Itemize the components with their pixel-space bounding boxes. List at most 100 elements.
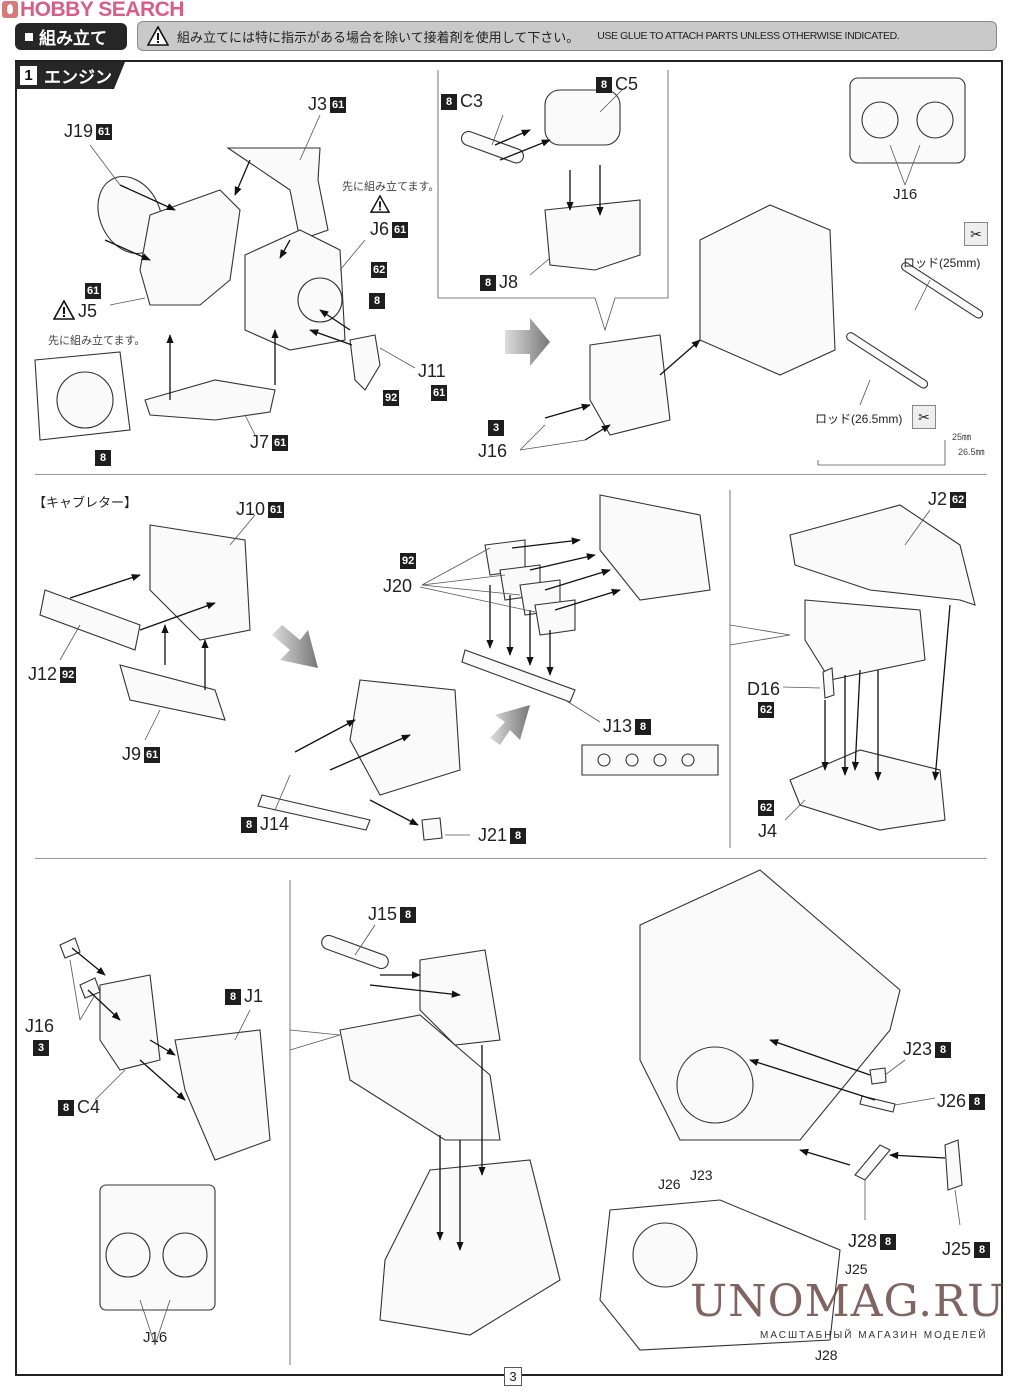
part-j21-drawing	[421, 817, 443, 841]
label-lower-j16: J16	[25, 1016, 55, 1036]
color-badge: 8	[969, 1094, 986, 1110]
detail-label-j28: J28	[815, 1347, 838, 1363]
part-j10-drawing	[149, 524, 251, 641]
color-badge: 92	[60, 667, 77, 683]
color-badge: 8	[635, 719, 652, 735]
callout-j4-color: 62	[758, 800, 775, 816]
part-j28-drawing	[854, 1144, 891, 1181]
step-frame	[15, 60, 1003, 1376]
part-c3-drawing	[460, 130, 524, 164]
hobby-search-logo: HOBBY SEARCH	[2, 0, 184, 20]
flame-icon	[2, 1, 18, 18]
detail-label-j23: J23	[690, 1167, 713, 1183]
part-j9-drawing	[119, 664, 226, 721]
callout-8: 8	[366, 293, 388, 311]
rod-25mm-label: ロッド(25mm)	[903, 256, 981, 270]
rod-26-5mm-label: ロッド(26.5mm)	[815, 412, 903, 426]
part-c4-drawing	[99, 974, 161, 1071]
color-badge: 61	[96, 124, 113, 140]
pre-assemble-note: 先に組み立てます。	[342, 181, 440, 193]
label-lower-detail-j16: J16	[143, 1329, 168, 1346]
label-j5: J5	[78, 301, 98, 321]
part-j7-drawing	[144, 379, 276, 421]
color-badge: 8	[400, 907, 417, 923]
warning-icon	[53, 300, 75, 320]
part-d16-drawing	[822, 667, 835, 699]
color-badge: 8	[480, 275, 496, 291]
part-j23-drawing	[869, 1067, 887, 1085]
label-d16: D16	[747, 679, 781, 699]
color-badge: 61	[144, 747, 161, 763]
no-cut-icon: ✂	[912, 405, 936, 429]
part-j12-drawing	[39, 589, 141, 651]
callout-j5-color: 61	[85, 283, 102, 299]
callout-j11-color: 61	[431, 385, 448, 401]
step-number: 1	[20, 66, 37, 85]
cover-drawing	[339, 1014, 501, 1141]
callout-lower-j16-color: 3	[30, 1040, 52, 1058]
j13-gasket-drawing	[581, 744, 719, 776]
step-tab: 1 エンジン	[15, 62, 125, 89]
section-divider	[35, 858, 987, 859]
color-badge: 8	[225, 989, 241, 1005]
label-j4: J4	[758, 821, 778, 841]
glue-notice-banner: 組み立てには特に指示がある場合を除いて接着剤を使用して下さい。 USE GLUE…	[137, 21, 997, 51]
part-j13-drawing	[461, 649, 576, 703]
color-badge: 62	[950, 492, 967, 508]
part-c5-drawing	[544, 89, 621, 146]
glue-note-jp: 組み立てには特に指示がある場合を除いて接着剤を使用して下さい。	[177, 29, 580, 45]
label-top-view-j16: J16	[893, 186, 918, 203]
part-j11-drawing	[349, 334, 381, 391]
part-j5-drawing	[139, 189, 241, 306]
warning-icon	[147, 26, 169, 46]
rod-26-5mm-drawing	[846, 332, 929, 389]
part-j15-drawing	[321, 934, 389, 970]
page-number: 3	[504, 1367, 522, 1386]
label-j11: J11	[418, 361, 446, 381]
color-badge: 61	[330, 97, 347, 113]
color-badge: 8	[974, 1242, 991, 1258]
callout-j16-color: 3	[485, 420, 507, 438]
lower-j16-top-view-drawing	[99, 1184, 216, 1311]
step-title: エンジン	[44, 68, 112, 87]
color-badge: 8	[935, 1042, 952, 1058]
part-j8-drawing	[544, 199, 641, 271]
glue-note-en: USE GLUE TO ATTACH PARTS UNLESS OTHERWIS…	[597, 30, 900, 42]
section-divider	[35, 474, 987, 475]
callout-d16-color: 62	[758, 702, 775, 718]
callout-92: 92	[383, 390, 400, 406]
detail-inset-drawing	[599, 1199, 841, 1351]
square-bullet-icon	[25, 32, 33, 41]
assembly-label: 組み立て	[39, 29, 107, 48]
color-badge: 61	[392, 222, 409, 238]
unomag-watermark-sub: МАСШТАБНЫЙ МАГАЗИН МОДЕЛЕЙ	[760, 1330, 988, 1341]
part-j2-drawing	[789, 504, 976, 606]
flow-arrow-1	[505, 318, 550, 366]
lower-engine-drawing	[379, 1159, 561, 1336]
no-cut-icon: ✂	[964, 222, 988, 246]
detail-label-j25: J25	[845, 1261, 868, 1277]
cylinder-assembly-drawing	[589, 334, 671, 436]
callout-j20-color: 92	[400, 553, 417, 569]
carburetor-heading: 【キャブレター】	[33, 495, 138, 510]
color-badge: 8	[241, 817, 257, 833]
flow-arrow-3	[490, 705, 530, 745]
callout-62: 62	[371, 262, 388, 278]
rod-25mm-drawing	[901, 262, 984, 319]
part-j25-drawing	[944, 1139, 963, 1191]
